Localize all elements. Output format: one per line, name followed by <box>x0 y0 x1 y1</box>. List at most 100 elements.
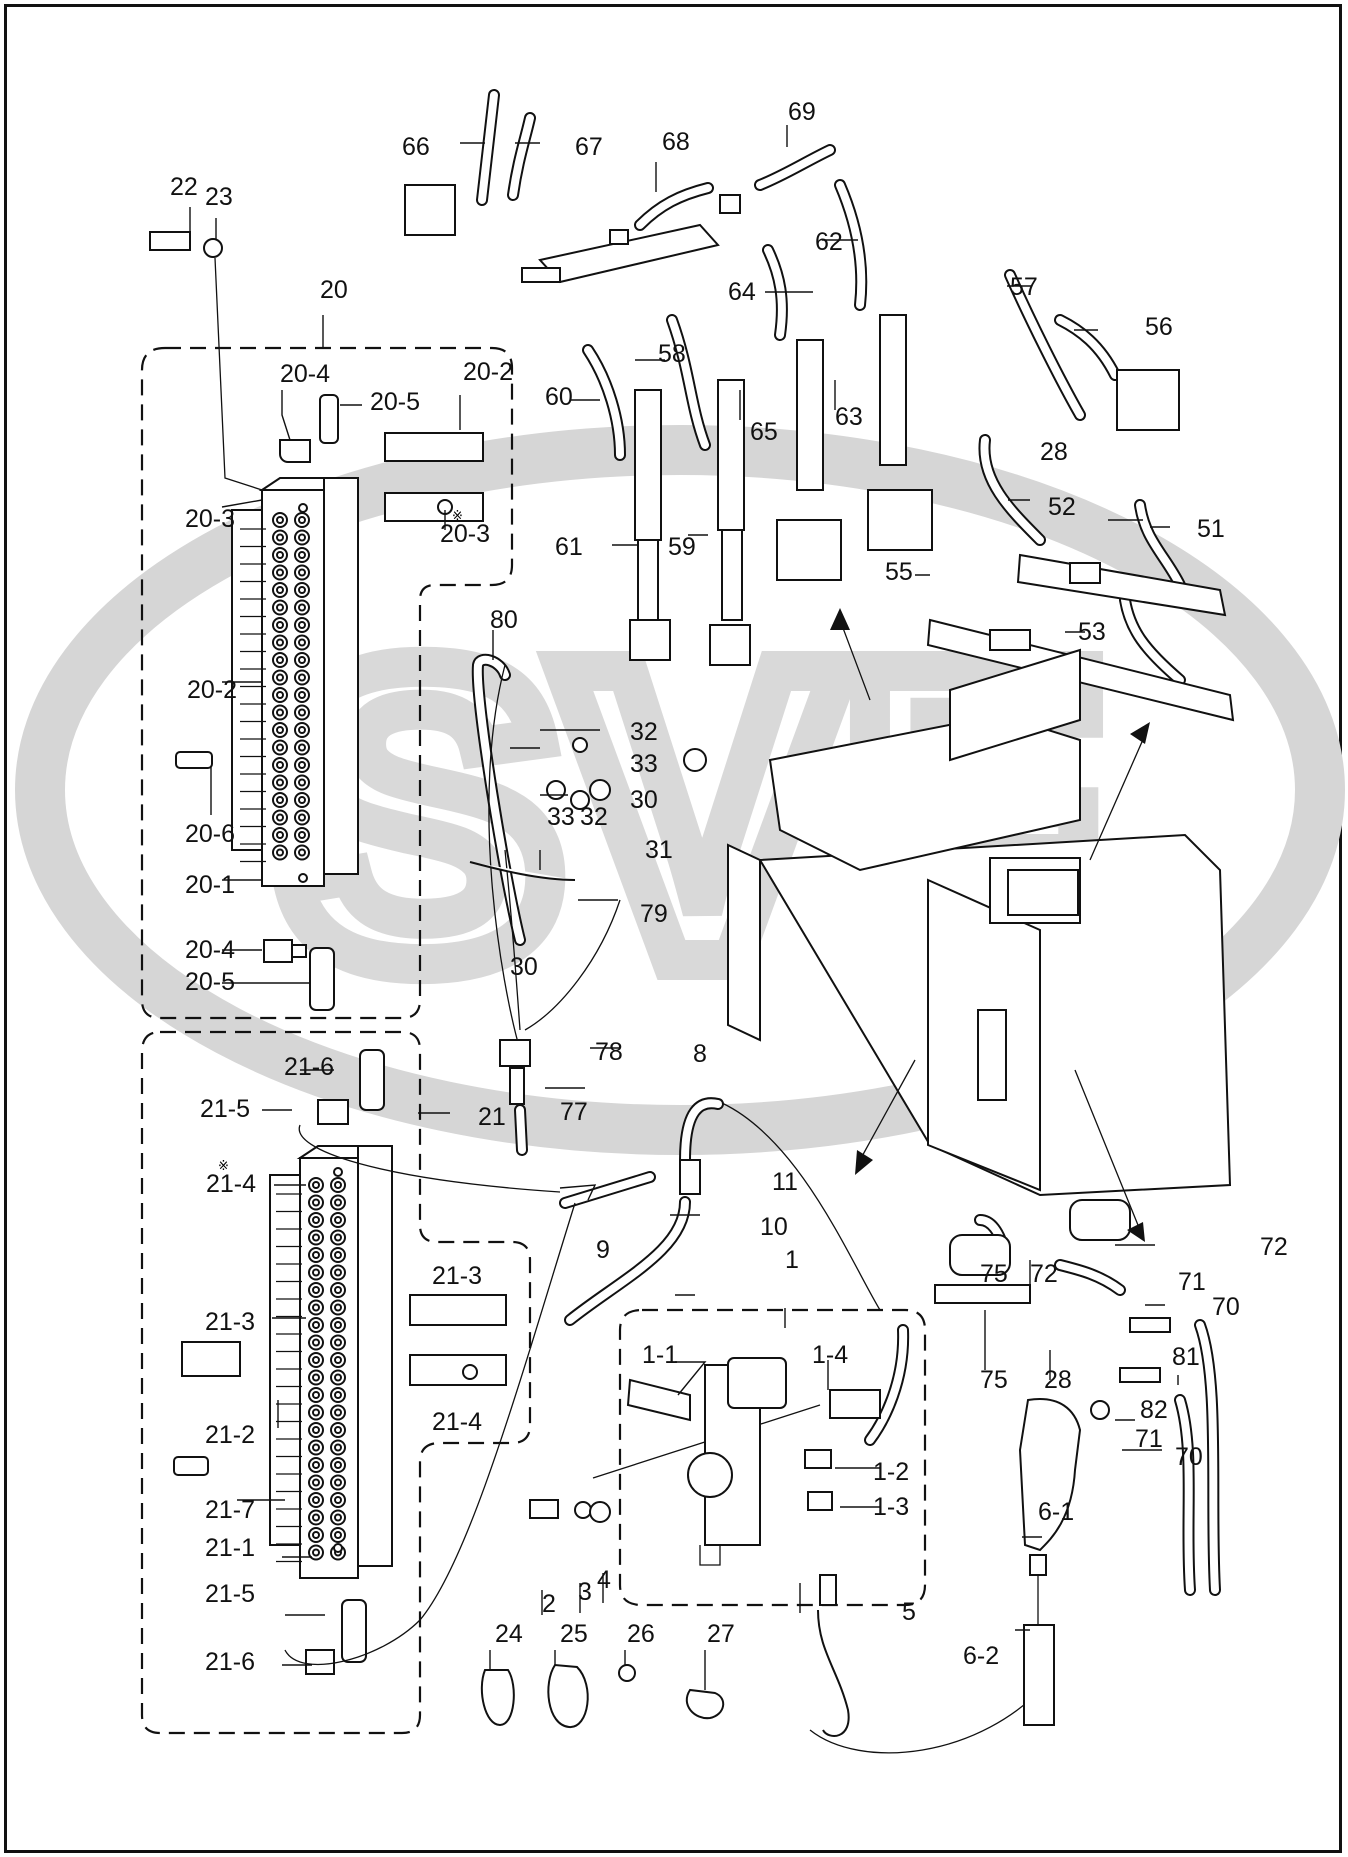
reference-mark-icon: ※ <box>218 1159 229 1174</box>
callout-label: 23 <box>205 183 233 211</box>
callout-label: 21-6 <box>284 1053 334 1081</box>
callout-label: 8 <box>693 1040 707 1068</box>
callout-label: 20-4 <box>185 936 235 964</box>
callout-label: 28 <box>1040 438 1068 466</box>
callout-label: 63 <box>835 403 863 431</box>
callout-label: 20 <box>320 276 348 304</box>
callout-label: 3 <box>578 1578 592 1606</box>
callout-label: 32 <box>630 718 658 746</box>
callout-label: 68 <box>662 128 690 156</box>
callout-label: 11 <box>772 1168 798 1196</box>
callout-label: 20-2 <box>187 676 237 704</box>
callout-label: 21-5 <box>205 1580 255 1608</box>
callout-label: 80 <box>490 606 518 634</box>
group-box-1 <box>618 1308 927 1607</box>
group-box-20 <box>140 346 514 1020</box>
machine-body <box>727 648 1232 1197</box>
callout-label: 9 <box>596 1236 610 1264</box>
callout-label: 75 <box>980 1366 1008 1394</box>
callout-label: 21-3 <box>205 1308 255 1336</box>
callout-label: 24 <box>495 1620 523 1648</box>
callout-label: 30 <box>510 953 538 981</box>
callout-label: 58 <box>658 340 686 368</box>
callout-label: 59 <box>668 533 696 561</box>
direction-arrows <box>830 608 1150 1242</box>
fittings-21 <box>173 1049 507 1675</box>
valve-manifold-21 <box>269 1145 393 1579</box>
hose-lines <box>471 89 1221 1596</box>
callout-label: 20-2 <box>463 358 513 386</box>
callout-label: 62 <box>815 228 843 256</box>
callout-label: 71 <box>1135 1425 1163 1453</box>
callout-label: 20-3 <box>185 505 235 533</box>
leader-lines <box>189 125 1179 1690</box>
callout-label: 20-5 <box>370 388 420 416</box>
callout-label: 1-4 <box>812 1341 848 1369</box>
callout-label: 78 <box>595 1038 623 1066</box>
callout-label: 33 <box>630 750 658 778</box>
callout-label: 20-5 <box>185 968 235 996</box>
callout-label: 51 <box>1197 515 1225 543</box>
callout-label: 21 <box>478 1103 506 1131</box>
callout-label: 71 <box>1178 1268 1206 1296</box>
callout-label: 5 <box>902 1598 916 1626</box>
callout-label: 32 <box>580 803 608 831</box>
callout-label: 79 <box>640 900 668 928</box>
callout-label: 20-6 <box>185 820 235 848</box>
callout-label: 21-7 <box>205 1496 255 1524</box>
callout-label: 31 <box>645 836 673 864</box>
callout-label: 77 <box>560 1098 588 1126</box>
callout-label: 69 <box>788 98 816 126</box>
callout-label: 10 <box>760 1213 788 1241</box>
callout-label: 61 <box>555 533 583 561</box>
callout-label: 64 <box>728 278 756 306</box>
callout-label: 30 <box>630 786 658 814</box>
callout-label: 27 <box>707 1620 735 1648</box>
callout-label: 21-4 <box>206 1170 256 1198</box>
callout-label: 6-1 <box>1038 1498 1074 1526</box>
lower-right-parts <box>934 1199 1171 1726</box>
callout-label: 26 <box>627 1620 655 1648</box>
callout-label: 81 <box>1172 1343 1200 1371</box>
callout-label: 53 <box>1078 618 1106 646</box>
valve-manifold-20 <box>231 477 359 887</box>
callout-label: 82 <box>1140 1396 1168 1424</box>
callout-label: 75 <box>980 1260 1008 1288</box>
callout-label: 20-4 <box>280 360 330 388</box>
callout-label: 21-6 <box>205 1648 255 1676</box>
filter-regulator-1 <box>626 1357 881 1566</box>
callout-label: 21-1 <box>205 1534 255 1562</box>
callout-label: 20-3 <box>440 520 490 548</box>
callout-label: 1-2 <box>873 1458 909 1486</box>
callout-label: 1-1 <box>642 1341 678 1369</box>
callout-label: 52 <box>1048 493 1076 521</box>
callout-label: 22 <box>170 173 198 201</box>
callout-label: 70 <box>1212 1293 1240 1321</box>
callout-label: 65 <box>750 418 778 446</box>
callout-label: 20-1 <box>185 871 235 899</box>
callout-label: 55 <box>885 558 913 586</box>
loose-parts <box>469 737 850 1737</box>
callout-label: 70 <box>1175 1443 1203 1471</box>
thin-tubing <box>214 257 1051 1754</box>
cylinders-upper <box>404 184 1180 666</box>
callout-label: 60 <box>545 383 573 411</box>
callout-label: 21-5 <box>200 1095 250 1123</box>
callout-label: 56 <box>1145 313 1173 341</box>
callout-label: 4 <box>597 1566 611 1594</box>
callout-label: 28 <box>1044 1366 1072 1394</box>
group-box-21 <box>140 1030 532 1735</box>
callout-label: 67 <box>575 133 603 161</box>
callout-label: 21-2 <box>205 1421 255 1449</box>
callout-label: 6-2 <box>963 1642 999 1670</box>
callout-label: 72 <box>1030 1260 1058 1288</box>
callout-label: 33 <box>547 803 575 831</box>
callout-label: 57 <box>1010 273 1038 301</box>
drawing-frame <box>4 4 1342 1853</box>
fittings-20 <box>149 231 484 1011</box>
callout-label: 72 <box>1260 1233 1288 1261</box>
reference-mark-icon: ※ <box>452 509 463 524</box>
callout-label: 25 <box>560 1620 588 1648</box>
callout-label: 21-4 <box>432 1408 482 1436</box>
